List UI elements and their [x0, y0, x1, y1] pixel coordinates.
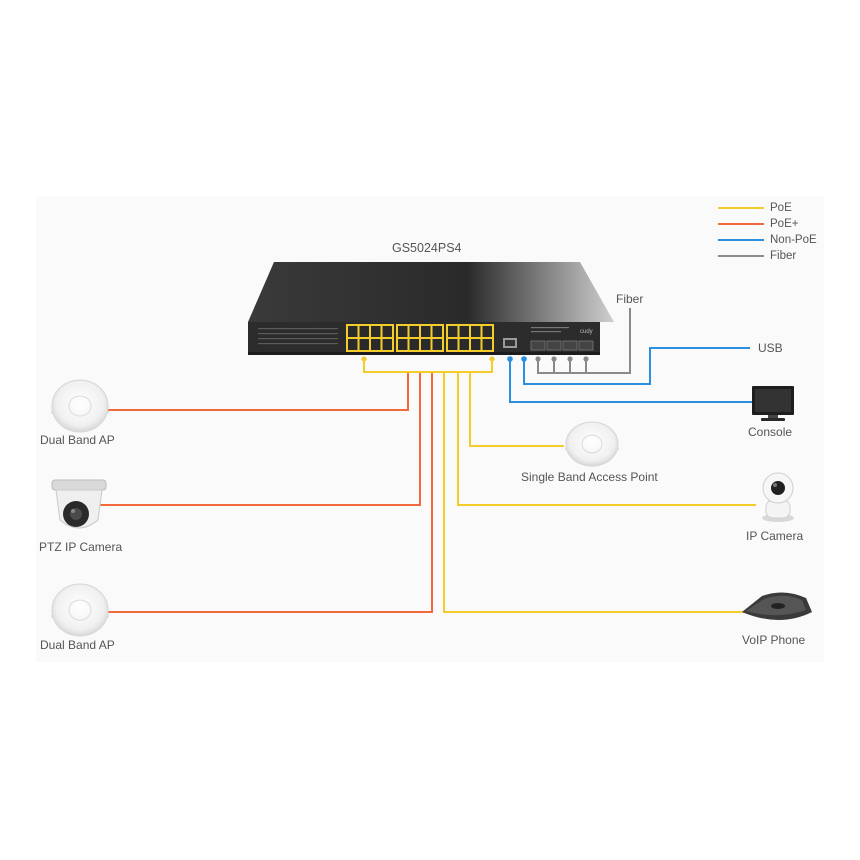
line-poe-single-band-ap [469, 372, 564, 447]
switch-model-title: GS5024PS4 [392, 241, 462, 255]
line-poe-voip [443, 372, 744, 613]
switch-brand-label: cudy [580, 329, 593, 335]
line-non-poe-usb [523, 347, 750, 385]
line-poe-plus-ptz [100, 372, 421, 506]
device-label-ap-top: Dual Band AP [40, 433, 115, 447]
legend-label-poe-plus: PoE+ [770, 218, 799, 230]
device-label-voip-phone: VoIP Phone [742, 633, 806, 647]
device-label-ptz-camera: PTZ IP Camera [39, 540, 123, 554]
legend-item-fiber: Fiber [718, 249, 796, 263]
legend-item-non-poe: Non-PoE [718, 233, 817, 247]
legend-swatch-poe [718, 207, 764, 209]
access-point-icon [51, 379, 109, 433]
line-poe-plus-ap-bottom [108, 372, 433, 613]
switch-device [248, 262, 614, 355]
legend-swatch-poe-plus [718, 223, 764, 225]
line-poe-ip-camera [457, 372, 756, 506]
access-point-icon [565, 421, 619, 467]
legend-swatch-non-poe [718, 239, 764, 241]
fiber-link-label: Fiber [616, 292, 644, 306]
line-poe-bracket [363, 360, 493, 373]
dome-camera-icon [51, 479, 107, 529]
conference-phone-icon [742, 592, 812, 620]
line-non-poe-console [509, 360, 752, 403]
device-label-console: Console [748, 425, 793, 439]
device-label-ip-camera: IP Camera [746, 529, 804, 543]
legend-item-poe: PoE [718, 201, 792, 215]
access-point-icon [51, 583, 109, 637]
legend-label-non-poe: Non-PoE [770, 234, 817, 246]
device-label-single-band-ap: Single Band Access Point [521, 470, 658, 484]
legend-swatch-fiber [718, 255, 764, 257]
legend-item-poe-plus: PoE+ [718, 217, 798, 231]
line-poe-plus-ap-top [108, 372, 409, 411]
port-markers [361, 356, 589, 362]
device-label-ap-bottom: Dual Band AP [40, 638, 115, 652]
cube-camera-icon [762, 472, 794, 522]
legend-label-poe: PoE [770, 202, 792, 214]
monitor-icon [752, 386, 794, 421]
legend-label-fiber: Fiber [770, 250, 797, 262]
usb-link-label: USB [758, 341, 783, 355]
line-fiber [537, 308, 631, 374]
